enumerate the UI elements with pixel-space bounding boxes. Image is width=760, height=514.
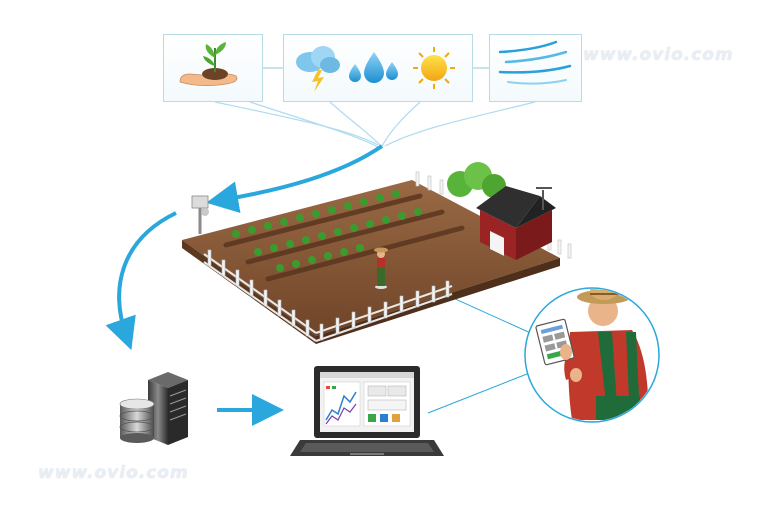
barn [476,186,556,260]
field-sensor-post [191,195,209,234]
storm-cloud-icon [296,46,340,92]
wind-icon [498,40,572,85]
crop-row [254,208,422,256]
server-database-icon [119,372,188,445]
data-stream-lines [214,101,536,148]
soil-sensor-box [163,34,263,102]
sun-icon [413,47,455,89]
farmer-with-tablet-icon [524,287,660,423]
watermark: www.ovio.com [38,463,189,483]
dashboard-panels [363,381,411,427]
dashboard-chart [323,381,361,427]
link-laptop-farmer [427,371,533,414]
arrow-to-server [105,211,177,351]
field-farmer [374,247,388,289]
seedling-in-hand-icon [179,42,238,86]
crop-row [276,244,364,272]
tree [447,162,506,198]
farm-field-icon [182,162,572,344]
crop-row [232,190,400,238]
arrow-to-field-sensor [206,144,384,214]
water-drops-icon [349,52,398,83]
laptop-dashboard-icon [290,366,444,456]
watermark: www.ovio.com [583,45,734,65]
